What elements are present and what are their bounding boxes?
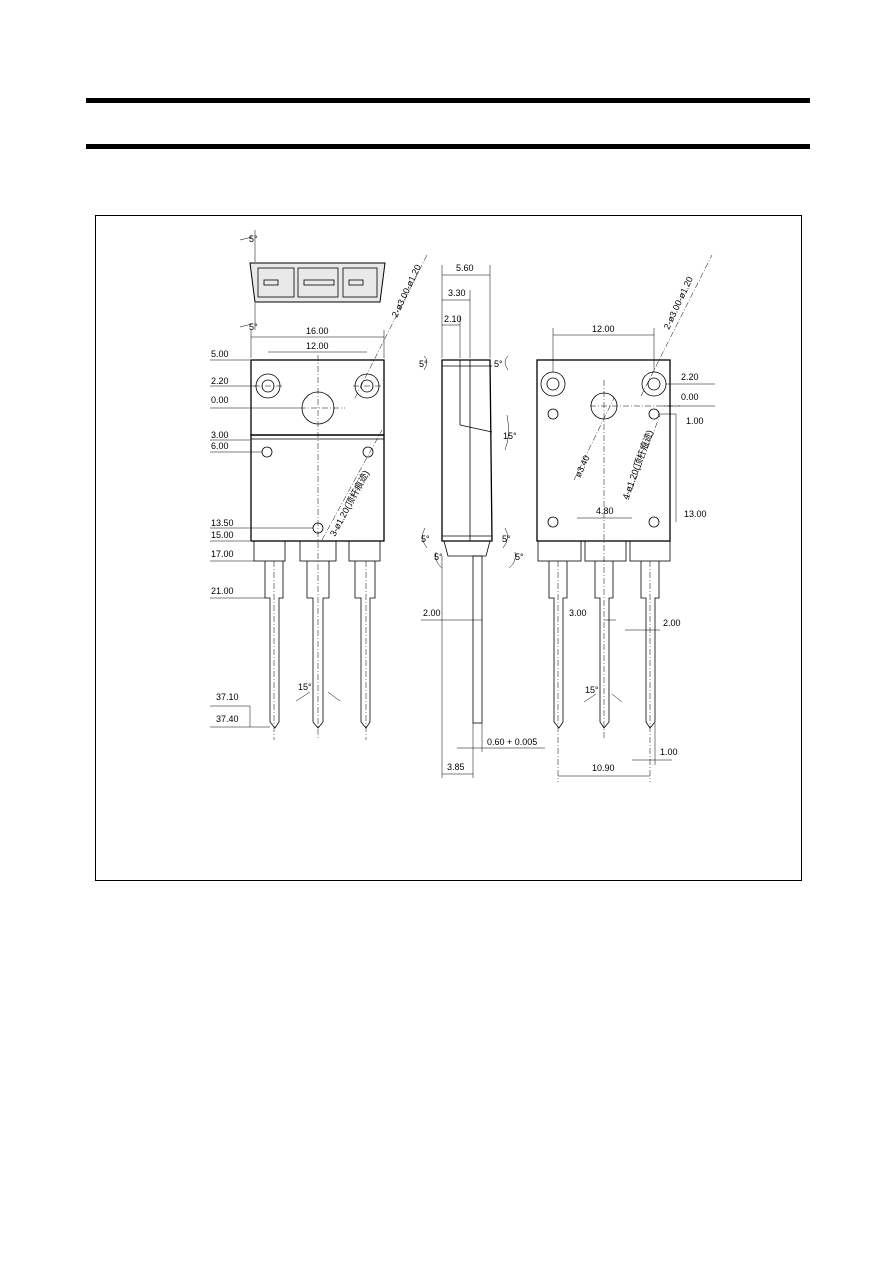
front-dim-37-40: 37.40: [216, 714, 239, 724]
back-pin-callout: 4-ø1.20(顶杆痕迹): [620, 428, 655, 500]
side-dim-5-60: 5.60: [456, 263, 474, 273]
front-hole-callout-body: 3-ø1.20(顶杆痕迹): [327, 468, 371, 538]
front-hole-callout-top: 2-ø3.00-ø1.20: [390, 263, 423, 319]
front-dim-21-00: 21.00: [211, 586, 234, 596]
front-width-holes: 12.00: [306, 341, 329, 351]
back-hole-callout-top: 2-ø3.00-ø1.20: [662, 275, 695, 331]
back-dim-13-00: 13.00: [684, 509, 707, 519]
back-dim-2-20: 2.20: [681, 372, 699, 382]
front-lead-angle: 15°: [298, 682, 312, 692]
front-dim-2-20: 2.20: [211, 376, 229, 386]
side-dim-3-30: 3.30: [448, 288, 466, 298]
side-lead-width: 2.00: [423, 608, 441, 618]
back-bottom-dim-1-00: 1.00: [660, 747, 678, 757]
back-width-holes: 12.00: [592, 324, 615, 334]
side-angle-bottom-left-2: 5°: [434, 552, 443, 562]
side-angle-step: 15°: [503, 431, 517, 441]
top-view-angle-2: 5°: [249, 322, 258, 332]
front-dim-6-00: 6.00: [211, 441, 229, 451]
side-angle-bottom-left-1: 5°: [421, 534, 430, 544]
top-view-body: [249, 262, 386, 303]
side-angle-top-left: 5°: [419, 359, 428, 369]
back-lead-dim-2-00: 2.00: [663, 618, 681, 628]
back-lead-dim-3-00: 3.00: [569, 608, 587, 618]
back-dim-1-00: 1.00: [686, 416, 704, 426]
front-view: 16.00 12.00 5.00 2.20 0.00 3.00 6.00 13.…: [210, 254, 428, 740]
header-rule-top: [86, 98, 810, 103]
back-lead-angle: 15°: [585, 685, 599, 695]
front-dim-13-50: 13.50: [211, 518, 234, 528]
side-lead-thickness: 0.60 + 0.005: [487, 737, 537, 747]
side-view: 5.60 3.30 2.10 5° 5° 15° 5° 5° 5° 5° 2.0…: [419, 263, 545, 778]
side-angle-bottom-right-2: 5°: [515, 552, 524, 562]
side-angle-top-right: 5°: [494, 359, 503, 369]
back-dim-0-00: 0.00: [681, 392, 699, 402]
front-width-overall: 16.00: [306, 326, 329, 336]
front-dim-37-10: 37.10: [216, 692, 239, 702]
front-dim-3-00: 3.00: [211, 430, 229, 440]
side-lead: [472, 555, 483, 724]
front-body: [250, 434, 385, 542]
front-dim-0-00: 0.00: [211, 395, 229, 405]
back-pitch: 4.80: [596, 506, 614, 516]
top-view: 5° 5°: [239, 230, 386, 332]
front-dim-15-00: 15.00: [211, 530, 234, 540]
side-bottom-dim: 3.85: [447, 762, 465, 772]
side-dim-2-10: 2.10: [444, 314, 462, 324]
package-outline-frame: [95, 215, 802, 881]
back-bottom-dim-10-90: 10.90: [592, 763, 615, 773]
back-center-hole: ø3.40: [573, 454, 592, 479]
top-view-angle-1: 5°: [249, 234, 258, 244]
side-body: [441, 359, 493, 542]
back-view: 12.00 2-ø3.00-ø1.20 2.20 0.00 1.00 13.00…: [536, 254, 715, 782]
side-angle-bottom-right-1: 5°: [502, 534, 511, 544]
header-rule-bottom: [86, 144, 810, 149]
front-dim-17-00: 17.00: [211, 549, 234, 559]
front-dim-5-00: 5.00: [211, 349, 229, 359]
